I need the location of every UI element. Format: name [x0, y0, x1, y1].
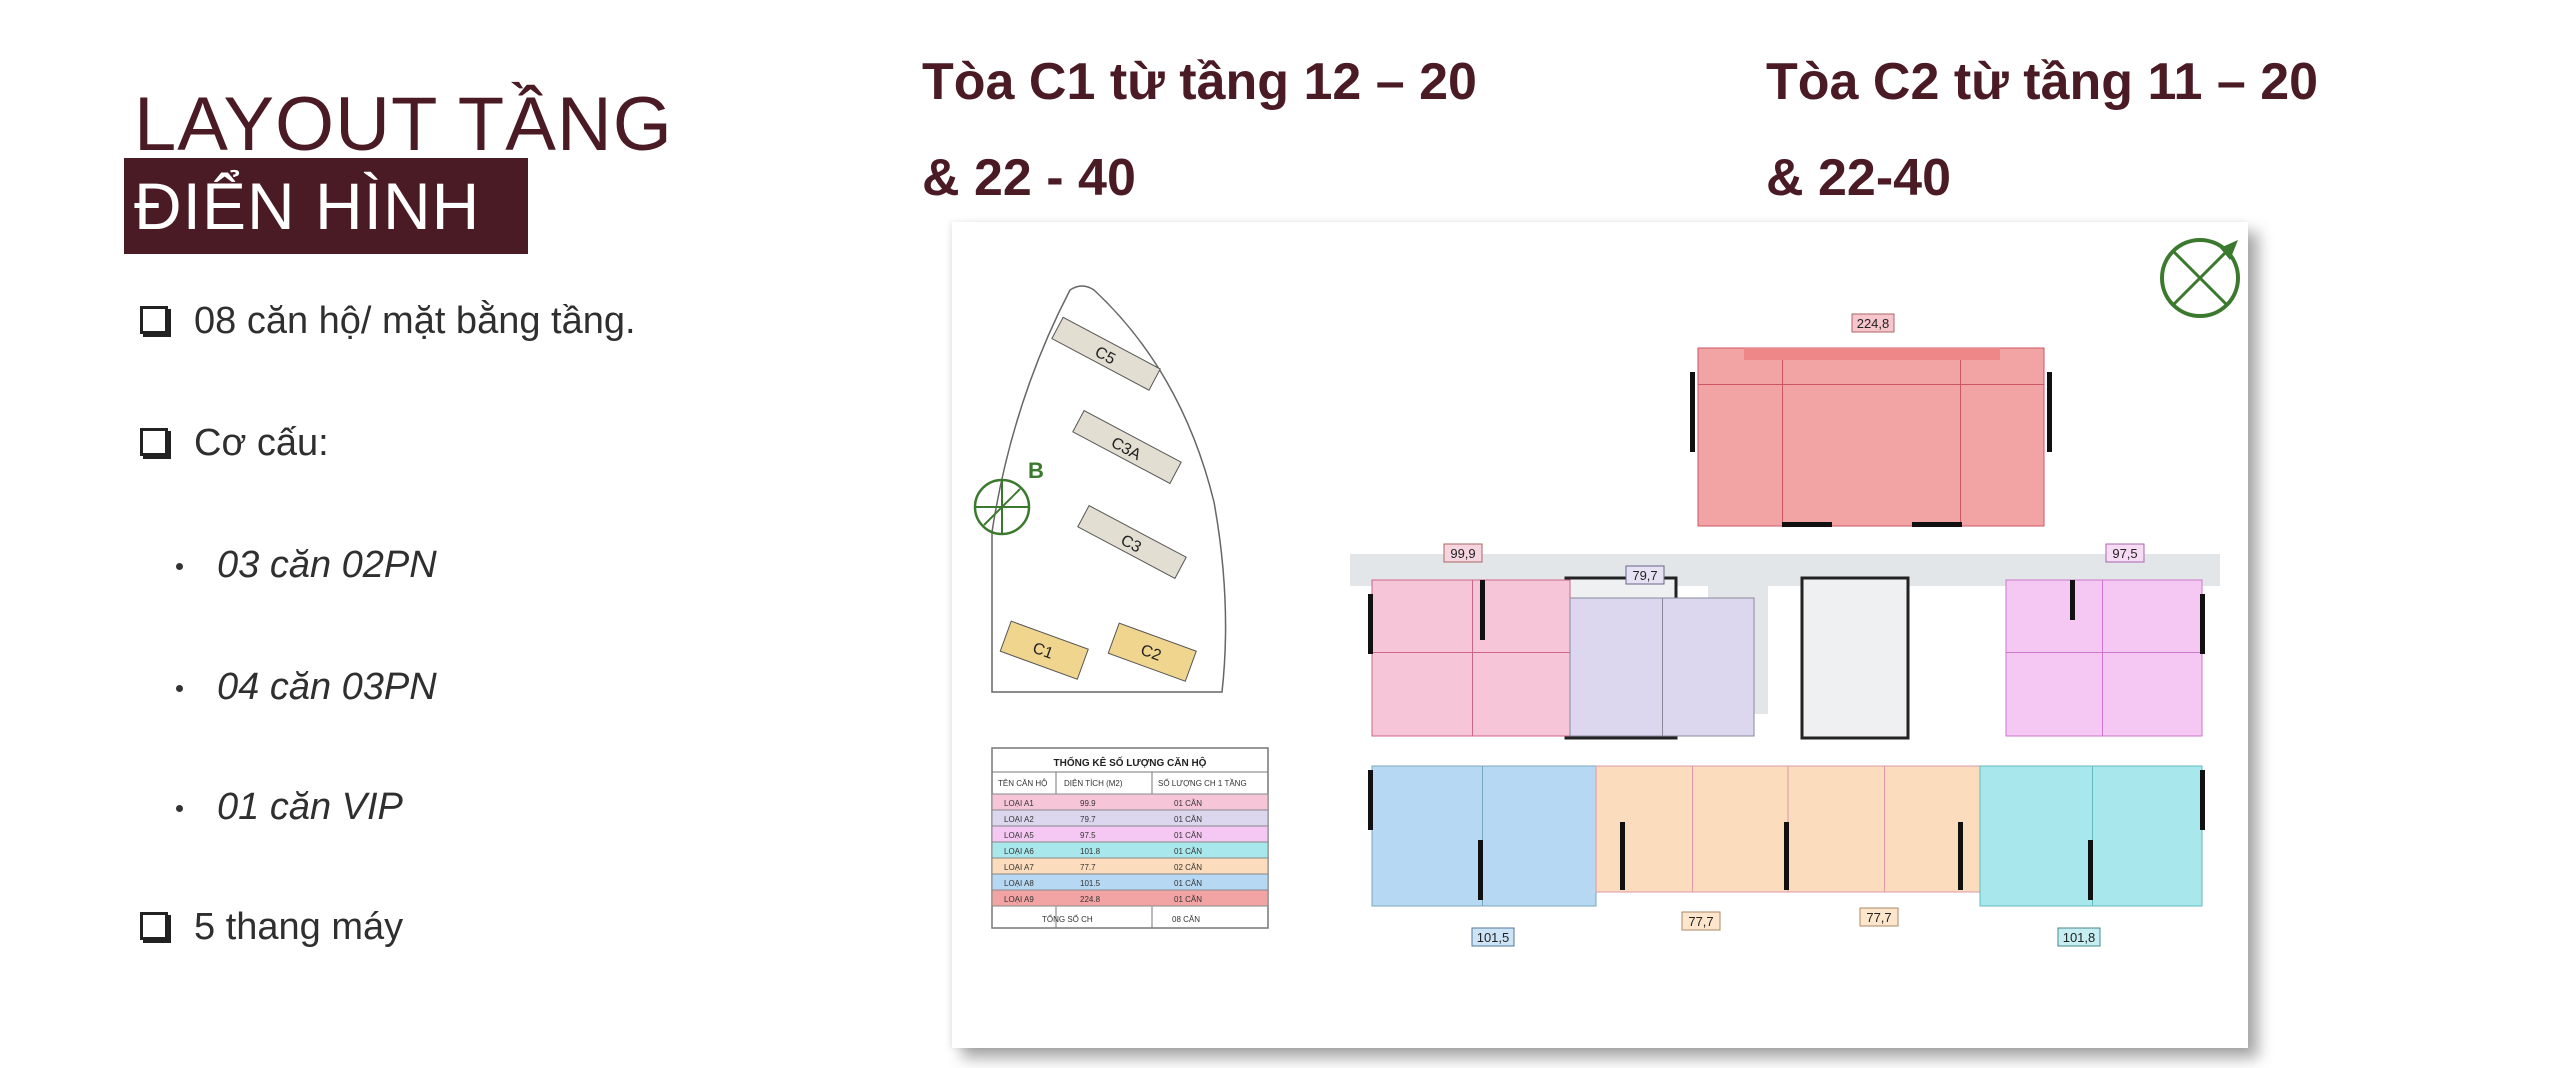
table-cell: 02 CĂN — [1174, 863, 1202, 872]
table-footer-label: TỔNG SỐ CH — [1042, 914, 1093, 924]
heading-c1-line1: Tòa C1 từ tầng 12 – 20 — [922, 53, 1477, 111]
stair-core-right — [1800, 576, 1910, 740]
table-header: DIỆN TÍCH (M2) — [1064, 779, 1123, 788]
site-building-c5: C5 — [1051, 316, 1161, 391]
checkbox-bullet-icon — [140, 427, 168, 456]
checkbox-bullet-icon — [140, 911, 168, 940]
area-label-a6: 101,8 — [2063, 930, 2096, 945]
unit-stats-table: THỐNG KÊ SỐ LƯỢNG CĂN HỘ TÊN CĂN HỘ DIỆN… — [991, 747, 1269, 929]
table-cell: 01 CĂN — [1174, 815, 1202, 824]
table-cell: LOẠI A2 — [1004, 815, 1034, 824]
site-building-c1: C1 — [999, 620, 1089, 680]
heading-c1-line2: & 22 - 40 — [922, 149, 1136, 207]
dot-bullet-icon — [176, 685, 183, 693]
site-map: C5 C3A C3 C1 C2 — [973, 285, 1227, 693]
table-cell: 01 CĂN — [1174, 831, 1202, 840]
svg-text:C1: C1 — [1030, 640, 1055, 663]
table-cell: 79.7 — [1080, 815, 1096, 824]
table-cell: LOẠI A1 — [1004, 799, 1034, 808]
floor-plan-card: C5 C3A C3 C1 C2 — [952, 222, 2248, 1048]
area-labels: 224,8 99,9 79,7 97,5 101,5 77,7 77,7 101… — [1443, 313, 2145, 947]
table-cell: 01 CĂN — [1174, 879, 1202, 888]
area-label-a7-left: 77,7 — [1688, 914, 1713, 929]
table-footer-value: 08 CĂN — [1172, 915, 1200, 924]
heading-c2-line1: Tòa C2 từ tầng 11 – 20 — [1766, 53, 2319, 111]
area-label-a8: 101,5 — [1477, 930, 1510, 945]
table-cell: LOẠI A5 — [1004, 831, 1034, 840]
table-cell: 224.8 — [1080, 895, 1101, 904]
unit-a8 — [1371, 765, 1597, 907]
page-title-highlight-box — [124, 158, 528, 254]
area-label-a7-right: 77,7 — [1866, 910, 1891, 925]
site-compass-icon — [973, 478, 1031, 536]
table-header: TÊN CĂN HỘ — [998, 779, 1047, 788]
table-cell: 97.5 — [1080, 831, 1096, 840]
list-item: 03 căn 02PN — [176, 544, 437, 587]
list-item: 01 căn VIP — [176, 786, 403, 829]
list-item: 04 căn 03PN — [176, 666, 437, 709]
table-cell: LOẠI A8 — [1004, 879, 1034, 888]
floor-plan — [1350, 347, 2220, 907]
table-cell: 77.7 — [1080, 863, 1096, 872]
table-cell: 01 CĂN — [1174, 895, 1202, 904]
table-cell: 101.8 — [1080, 847, 1101, 856]
table-cell: 01 CĂN — [1174, 799, 1202, 808]
table-cell: LOẠI A7 — [1004, 863, 1034, 872]
list-item: Cơ cấu: — [140, 422, 329, 465]
unit-a5 — [2005, 579, 2203, 737]
page-title-line1: LAYOUT TẦNG — [134, 82, 673, 167]
table-row — [991, 889, 1269, 907]
table-title: THỐNG KÊ SỐ LƯỢNG CĂN HỘ — [1054, 755, 1207, 769]
floor-plan-drawing: C5 C3A C3 C1 C2 — [973, 238, 2240, 947]
table-cell: LOẠI A9 — [1004, 895, 1034, 904]
checkbox-bullet-icon — [140, 305, 168, 334]
table-header: SỐ LƯỢNG CH 1 TẦNG — [1158, 778, 1247, 788]
north-compass-icon — [2160, 238, 2240, 318]
unit-a9 — [1697, 347, 2045, 527]
svg-text:C2: C2 — [1138, 642, 1163, 665]
table-cell: 01 CĂN — [1174, 847, 1202, 856]
area-label-a5: 97,5 — [2112, 546, 2137, 561]
heading-c2-line2: & 22-40 — [1766, 149, 1951, 207]
site-boundary — [991, 285, 1227, 693]
site-building-c3: C3 — [1077, 504, 1187, 580]
dot-bullet-icon — [176, 805, 183, 813]
site-building-c2: C2 — [1107, 622, 1197, 682]
area-label-a1: 99,9 — [1450, 546, 1475, 561]
table-cell: 99.9 — [1080, 799, 1096, 808]
table-cell: 101.5 — [1080, 879, 1101, 888]
table-cell: LOẠI A6 — [1004, 847, 1034, 856]
list-item: 08 căn hộ/ mặt bằng tầng. — [140, 300, 636, 343]
unit-a1 — [1371, 579, 1571, 737]
site-compass-label: B — [1028, 458, 1044, 483]
list-item: 5 thang máy — [140, 906, 403, 949]
area-label-a2: 79,7 — [1632, 568, 1657, 583]
page-title-line2: ĐIỂN HÌNH — [134, 169, 481, 243]
dot-bullet-icon — [176, 563, 183, 571]
area-label-a9: 224,8 — [1857, 316, 1890, 331]
